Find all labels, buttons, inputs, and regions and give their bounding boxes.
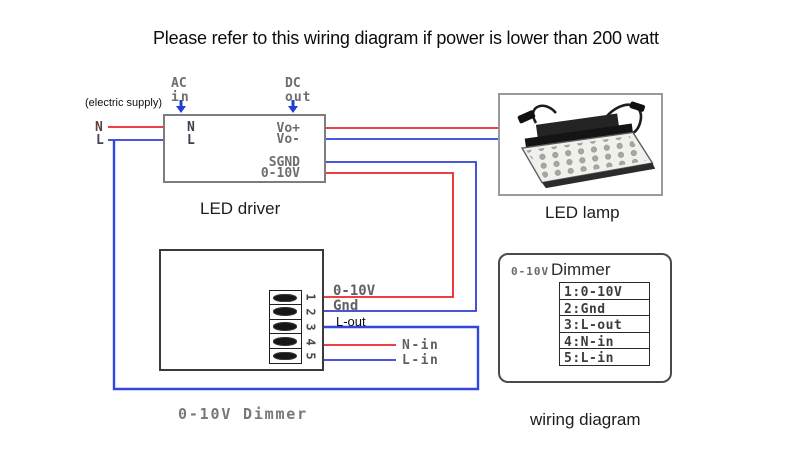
dimmer-caption: 0-10V Dimmer xyxy=(178,405,308,423)
driver-vo-minus-label: Vo- xyxy=(276,132,300,147)
legend-row-4: 4:N-in xyxy=(559,331,650,350)
terminal-3 xyxy=(269,319,302,335)
led-lamp-image xyxy=(517,101,656,189)
legend-table: 1:0-10V 2:Gnd 3:L-out 4:N-in 5:L-in xyxy=(559,282,650,367)
terminal-1 xyxy=(269,290,302,305)
terminal-4-contact-icon xyxy=(273,336,297,346)
wire-0-10v xyxy=(310,172,454,298)
led-lamp-box xyxy=(498,93,663,196)
led-driver-box xyxy=(163,114,326,183)
driver-vo-plus-label: Vo+ xyxy=(276,121,300,136)
terminal-3-contact-icon xyxy=(273,322,297,331)
lamp-body xyxy=(520,113,656,189)
legend-panel: 0-10V Dimmer 1:0-10V 2:Gnd 3:L-out 4:N-i… xyxy=(498,253,672,383)
terminal-2 xyxy=(269,304,302,320)
dc-out-label: out xyxy=(285,90,312,105)
legend-header: Dimmer xyxy=(551,260,611,279)
wiring-diagram-caption: wiring diagram xyxy=(530,410,641,429)
supply-l-label: L xyxy=(96,133,104,148)
led-driver-caption: LED driver xyxy=(200,199,281,218)
ac-in-label: in xyxy=(171,90,191,105)
driver-n-terminal-label: N xyxy=(187,120,195,135)
ac-label: AC xyxy=(171,76,187,91)
dc-label: DC xyxy=(285,76,301,91)
terminal-5 xyxy=(269,349,302,364)
dimmer-n-in-wire-label: N-in xyxy=(402,338,440,353)
legend-row-2: 2:Gnd xyxy=(559,298,650,317)
driver-sgnd-label: SGND xyxy=(268,155,300,170)
terminal-1-number: 1 xyxy=(303,293,318,301)
terminal-3-number: 3 xyxy=(303,323,318,331)
led-lamp-caption: LED lamp xyxy=(545,203,620,222)
terminal-2-contact-icon xyxy=(273,307,297,316)
dimmer-l-in-wire-label: L-in xyxy=(402,353,440,368)
legend-row-5: 5:L-in xyxy=(559,348,650,367)
driver-l-terminal-label: L xyxy=(187,133,195,148)
legend-header-small: 0-10V xyxy=(511,265,550,278)
supply-n-label: N xyxy=(95,120,103,135)
legend-row-1: 1:0-10V xyxy=(559,282,650,301)
dimmer-0-10v-wire-label: 0-10V xyxy=(333,283,376,299)
terminal-2-number: 2 xyxy=(303,308,318,316)
driver-0-10v-label: 0-10V xyxy=(260,166,300,181)
dimmer-terminal-block xyxy=(269,290,302,364)
page-title: Please refer to this wiring diagram if p… xyxy=(153,28,659,48)
dimmer-gnd-wire-label: Gnd xyxy=(333,298,359,314)
terminal-5-contact-icon xyxy=(273,351,297,361)
legend-row-3: 3:L-out xyxy=(559,315,650,334)
electric-supply-note: (electric supply) xyxy=(85,97,163,109)
terminal-4 xyxy=(269,334,302,350)
dimmer-l-out-wire-label: L-out xyxy=(336,314,366,329)
terminal-5-number: 5 xyxy=(303,352,318,360)
terminal-4-number: 4 xyxy=(303,338,318,346)
terminal-1-contact-icon xyxy=(273,293,297,303)
